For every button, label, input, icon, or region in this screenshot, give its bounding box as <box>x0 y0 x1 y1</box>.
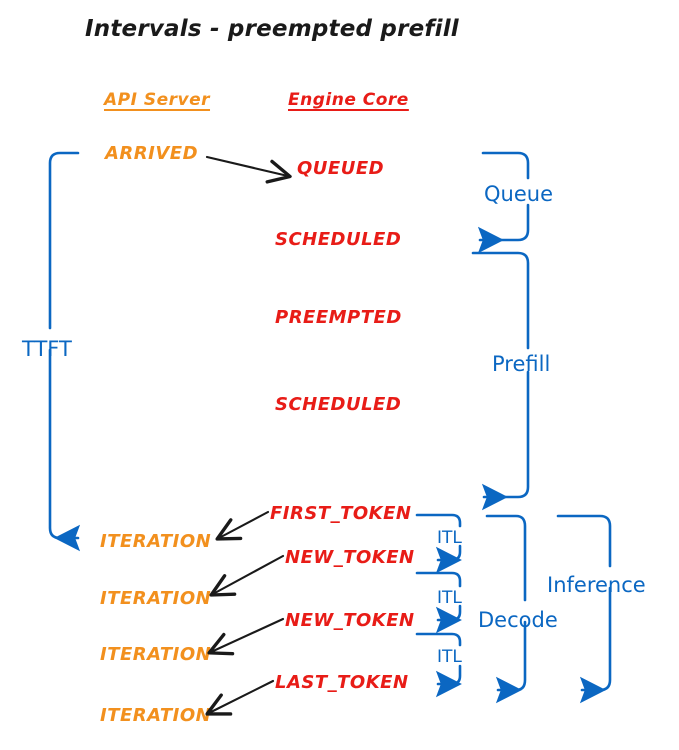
bracket-prefill-top <box>471 251 530 350</box>
bracket-decode-bottom-arrow <box>495 620 527 704</box>
event-iteration-2: ITERATION <box>100 588 212 609</box>
interval-label-queue: Queue <box>484 182 553 206</box>
interval-label-inference: Inference <box>547 573 646 597</box>
interval-label-ttft: TTFT <box>22 337 72 361</box>
event-iteration-3: ITERATION <box>100 644 212 665</box>
bracket-itl-2-arrow <box>435 604 462 634</box>
arrow-arrived-to-queued <box>205 155 292 184</box>
arrow-first-token-to-iteration <box>215 510 270 541</box>
bracket-inference-top <box>556 514 612 568</box>
event-arrived: ARRIVED <box>105 143 199 164</box>
bracket-prefill-bottom-arrow <box>481 370 530 511</box>
interval-label-prefill: Prefill <box>492 352 551 376</box>
bracket-queue-bottom-arrow <box>477 203 530 254</box>
event-new-token-1: NEW_TOKEN <box>285 547 415 568</box>
arrow-new-token-2-to-iteration <box>207 617 285 656</box>
event-queued: QUEUED <box>297 158 385 179</box>
event-preempted: PREEMPTED <box>275 307 402 328</box>
column-header-engine-core: Engine Core <box>288 90 409 110</box>
interval-label-decode: Decode <box>478 608 558 632</box>
bracket-ttft-top <box>48 151 80 330</box>
bracket-itl-3-top <box>415 632 462 647</box>
bracket-itl-3-arrow <box>435 664 462 698</box>
event-last-token: LAST_TOKEN <box>275 672 409 693</box>
bracket-queue-top <box>481 151 530 180</box>
column-header-api-server: API Server <box>104 90 211 110</box>
bracket-inference-bottom-arrow <box>579 586 612 704</box>
bracket-itl-1-top <box>415 513 462 528</box>
arrow-last-token-to-iteration <box>205 679 275 716</box>
interval-label-itl-2: ITL <box>437 588 462 608</box>
bracket-ttft-bottom-arrow <box>48 348 81 552</box>
arrow-new-token-1-to-iteration <box>209 554 285 597</box>
event-iteration-4: ITERATION <box>100 705 212 726</box>
interval-label-itl-3: ITL <box>437 647 462 667</box>
page-title: Intervals - preempted prefill <box>85 16 459 42</box>
bracket-itl-1-arrow <box>435 544 462 574</box>
event-scheduled-1: SCHEDULED <box>275 229 402 250</box>
event-first-token: FIRST_TOKEN <box>270 503 412 524</box>
bracket-decode-top <box>485 514 527 602</box>
event-iteration-1: ITERATION <box>100 531 212 552</box>
interval-label-itl-1: ITL <box>437 528 462 548</box>
event-new-token-2: NEW_TOKEN <box>285 610 415 631</box>
bracket-itl-2-top <box>415 571 462 588</box>
event-scheduled-2: SCHEDULED <box>275 394 402 415</box>
